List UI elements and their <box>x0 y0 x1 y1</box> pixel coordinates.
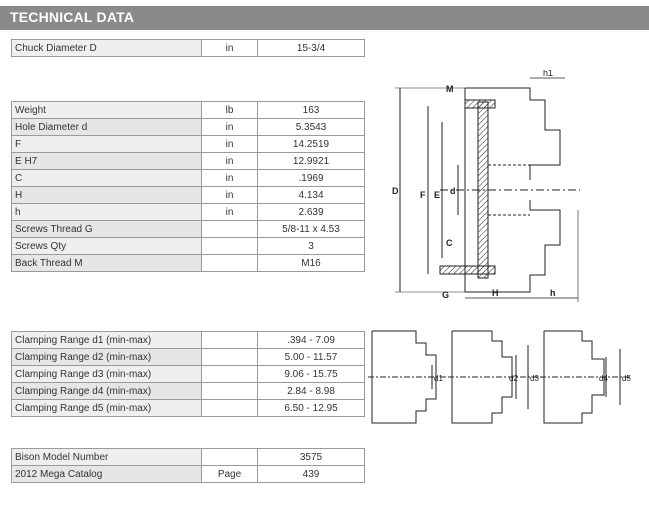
spec-value-cell: 163 <box>257 101 365 119</box>
spec-label-cell: E H7 <box>11 152 202 170</box>
model-label-cell: Bison Model Number <box>11 448 202 466</box>
spec-value-cell: 5.3543 <box>257 118 365 136</box>
clamping-row: Clamping Range d1 (min-max) .394 - 7.09 <box>11 331 365 349</box>
clamping-label-cell: Clamping Range d5 (min-max) <box>11 399 202 417</box>
label-d4: d4 <box>599 374 608 383</box>
label-h-lower: h <box>550 288 556 298</box>
spec-unit-cell: in <box>201 203 258 221</box>
spec-label-cell: Hole Diameter d <box>11 118 202 136</box>
spec-row: Back Thread M M16 <box>11 254 365 272</box>
clamping-row: Clamping Range d2 (min-max) 5.00 - 11.57 <box>11 348 365 366</box>
spec-value-cell: M16 <box>257 254 365 272</box>
label-h-upper: H <box>492 288 499 298</box>
clamping-label-cell: Clamping Range d1 (min-max) <box>11 331 202 349</box>
spec-unit-cell: in <box>201 135 258 153</box>
spec-unit-cell: in <box>201 118 258 136</box>
spec-value-cell: 5/8-11 x 4.53 <box>257 220 365 238</box>
clamping-label-cell: Clamping Range d2 (min-max) <box>11 348 202 366</box>
model-row: Bison Model Number 3575 <box>11 448 365 466</box>
spec-unit-cell <box>201 254 258 272</box>
clamping-value-cell: 6.50 - 12.95 <box>257 399 365 417</box>
spec-row: Screws Thread G 5/8-11 x 4.53 <box>11 220 365 238</box>
spec-label-cell: Screws Thread G <box>11 220 202 238</box>
label-f: F <box>420 190 426 200</box>
spec-label-cell: Weight <box>11 101 202 119</box>
clamping-value-cell: 5.00 - 11.57 <box>257 348 365 366</box>
label-h1: h1 <box>543 70 553 78</box>
clamping-label-cell: Clamping Range d3 (min-max) <box>11 365 202 383</box>
label-c: C <box>446 238 453 248</box>
spec-value-cell: 4.134 <box>257 186 365 204</box>
clamping-range-diagrams: d1 d2 d3 d4 d5 <box>368 330 632 424</box>
label-e: E <box>434 190 440 200</box>
label-d-bore: d <box>450 186 456 196</box>
model-value-cell: 439 <box>257 465 365 483</box>
spec-label-cell: Screws Qty <box>11 237 202 255</box>
label-g: G <box>442 290 449 300</box>
clamping-row: Clamping Range d3 (min-max) 9.06 - 15.75 <box>11 365 365 383</box>
spec-unit-cell: in <box>201 186 258 204</box>
clamping-unit-cell <box>201 399 258 417</box>
spec-unit-cell: in <box>201 152 258 170</box>
label-m: M <box>446 84 454 94</box>
spec-label-cell: F <box>11 135 202 153</box>
spec-label-cell: H <box>11 186 202 204</box>
label-d3: d3 <box>530 374 539 383</box>
spec-unit-cell <box>201 220 258 238</box>
label-d-outer: D <box>392 186 399 196</box>
model-unit-cell: Page <box>201 465 258 483</box>
chuck-label-cell: Chuck Diameter D <box>11 39 202 57</box>
spec-row: Screws Qty 3 <box>11 237 365 255</box>
chuck-value-cell: 15-3/4 <box>257 39 365 57</box>
model-value-cell: 3575 <box>257 448 365 466</box>
model-unit-cell <box>201 448 258 466</box>
spec-unit-cell: lb <box>201 101 258 119</box>
section-header: TECHNICAL DATA <box>0 6 649 30</box>
spec-value-cell: 14.2519 <box>257 135 365 153</box>
spec-unit-cell <box>201 237 258 255</box>
clamping-unit-cell <box>201 348 258 366</box>
clamping-unit-cell <box>201 382 258 400</box>
label-d1: d1 <box>434 374 443 383</box>
section-title: TECHNICAL DATA <box>10 9 135 25</box>
chuck-unit-cell: in <box>201 39 258 57</box>
clamping-value-cell: 9.06 - 15.75 <box>257 365 365 383</box>
spec-value-cell: .1969 <box>257 169 365 187</box>
spec-value-cell: 3 <box>257 237 365 255</box>
chuck-section-diagram: D F E d C M h1 H h G <box>392 70 580 302</box>
spec-label-cell: C <box>11 169 202 187</box>
spec-label-cell: Back Thread M <box>11 254 202 272</box>
model-label-cell: 2012 Mega Catalog <box>11 465 202 483</box>
clamping-label-cell: Clamping Range d4 (min-max) <box>11 382 202 400</box>
label-d2: d2 <box>509 374 518 383</box>
clamping-unit-cell <box>201 365 258 383</box>
spec-label-cell: h <box>11 203 202 221</box>
label-d5: d5 <box>622 374 631 383</box>
clamping-value-cell: .394 - 7.09 <box>257 331 365 349</box>
clamping-row: Clamping Range d4 (min-max) 2.84 - 8.98 <box>11 382 365 400</box>
spec-value-cell: 2.639 <box>257 203 365 221</box>
spec-value-cell: 12.9921 <box>257 152 365 170</box>
clamping-value-cell: 2.84 - 8.98 <box>257 382 365 400</box>
clamping-row: Clamping Range d5 (min-max) 6.50 - 12.95 <box>11 399 365 417</box>
clamping-unit-cell <box>201 331 258 349</box>
spec-unit-cell: in <box>201 169 258 187</box>
